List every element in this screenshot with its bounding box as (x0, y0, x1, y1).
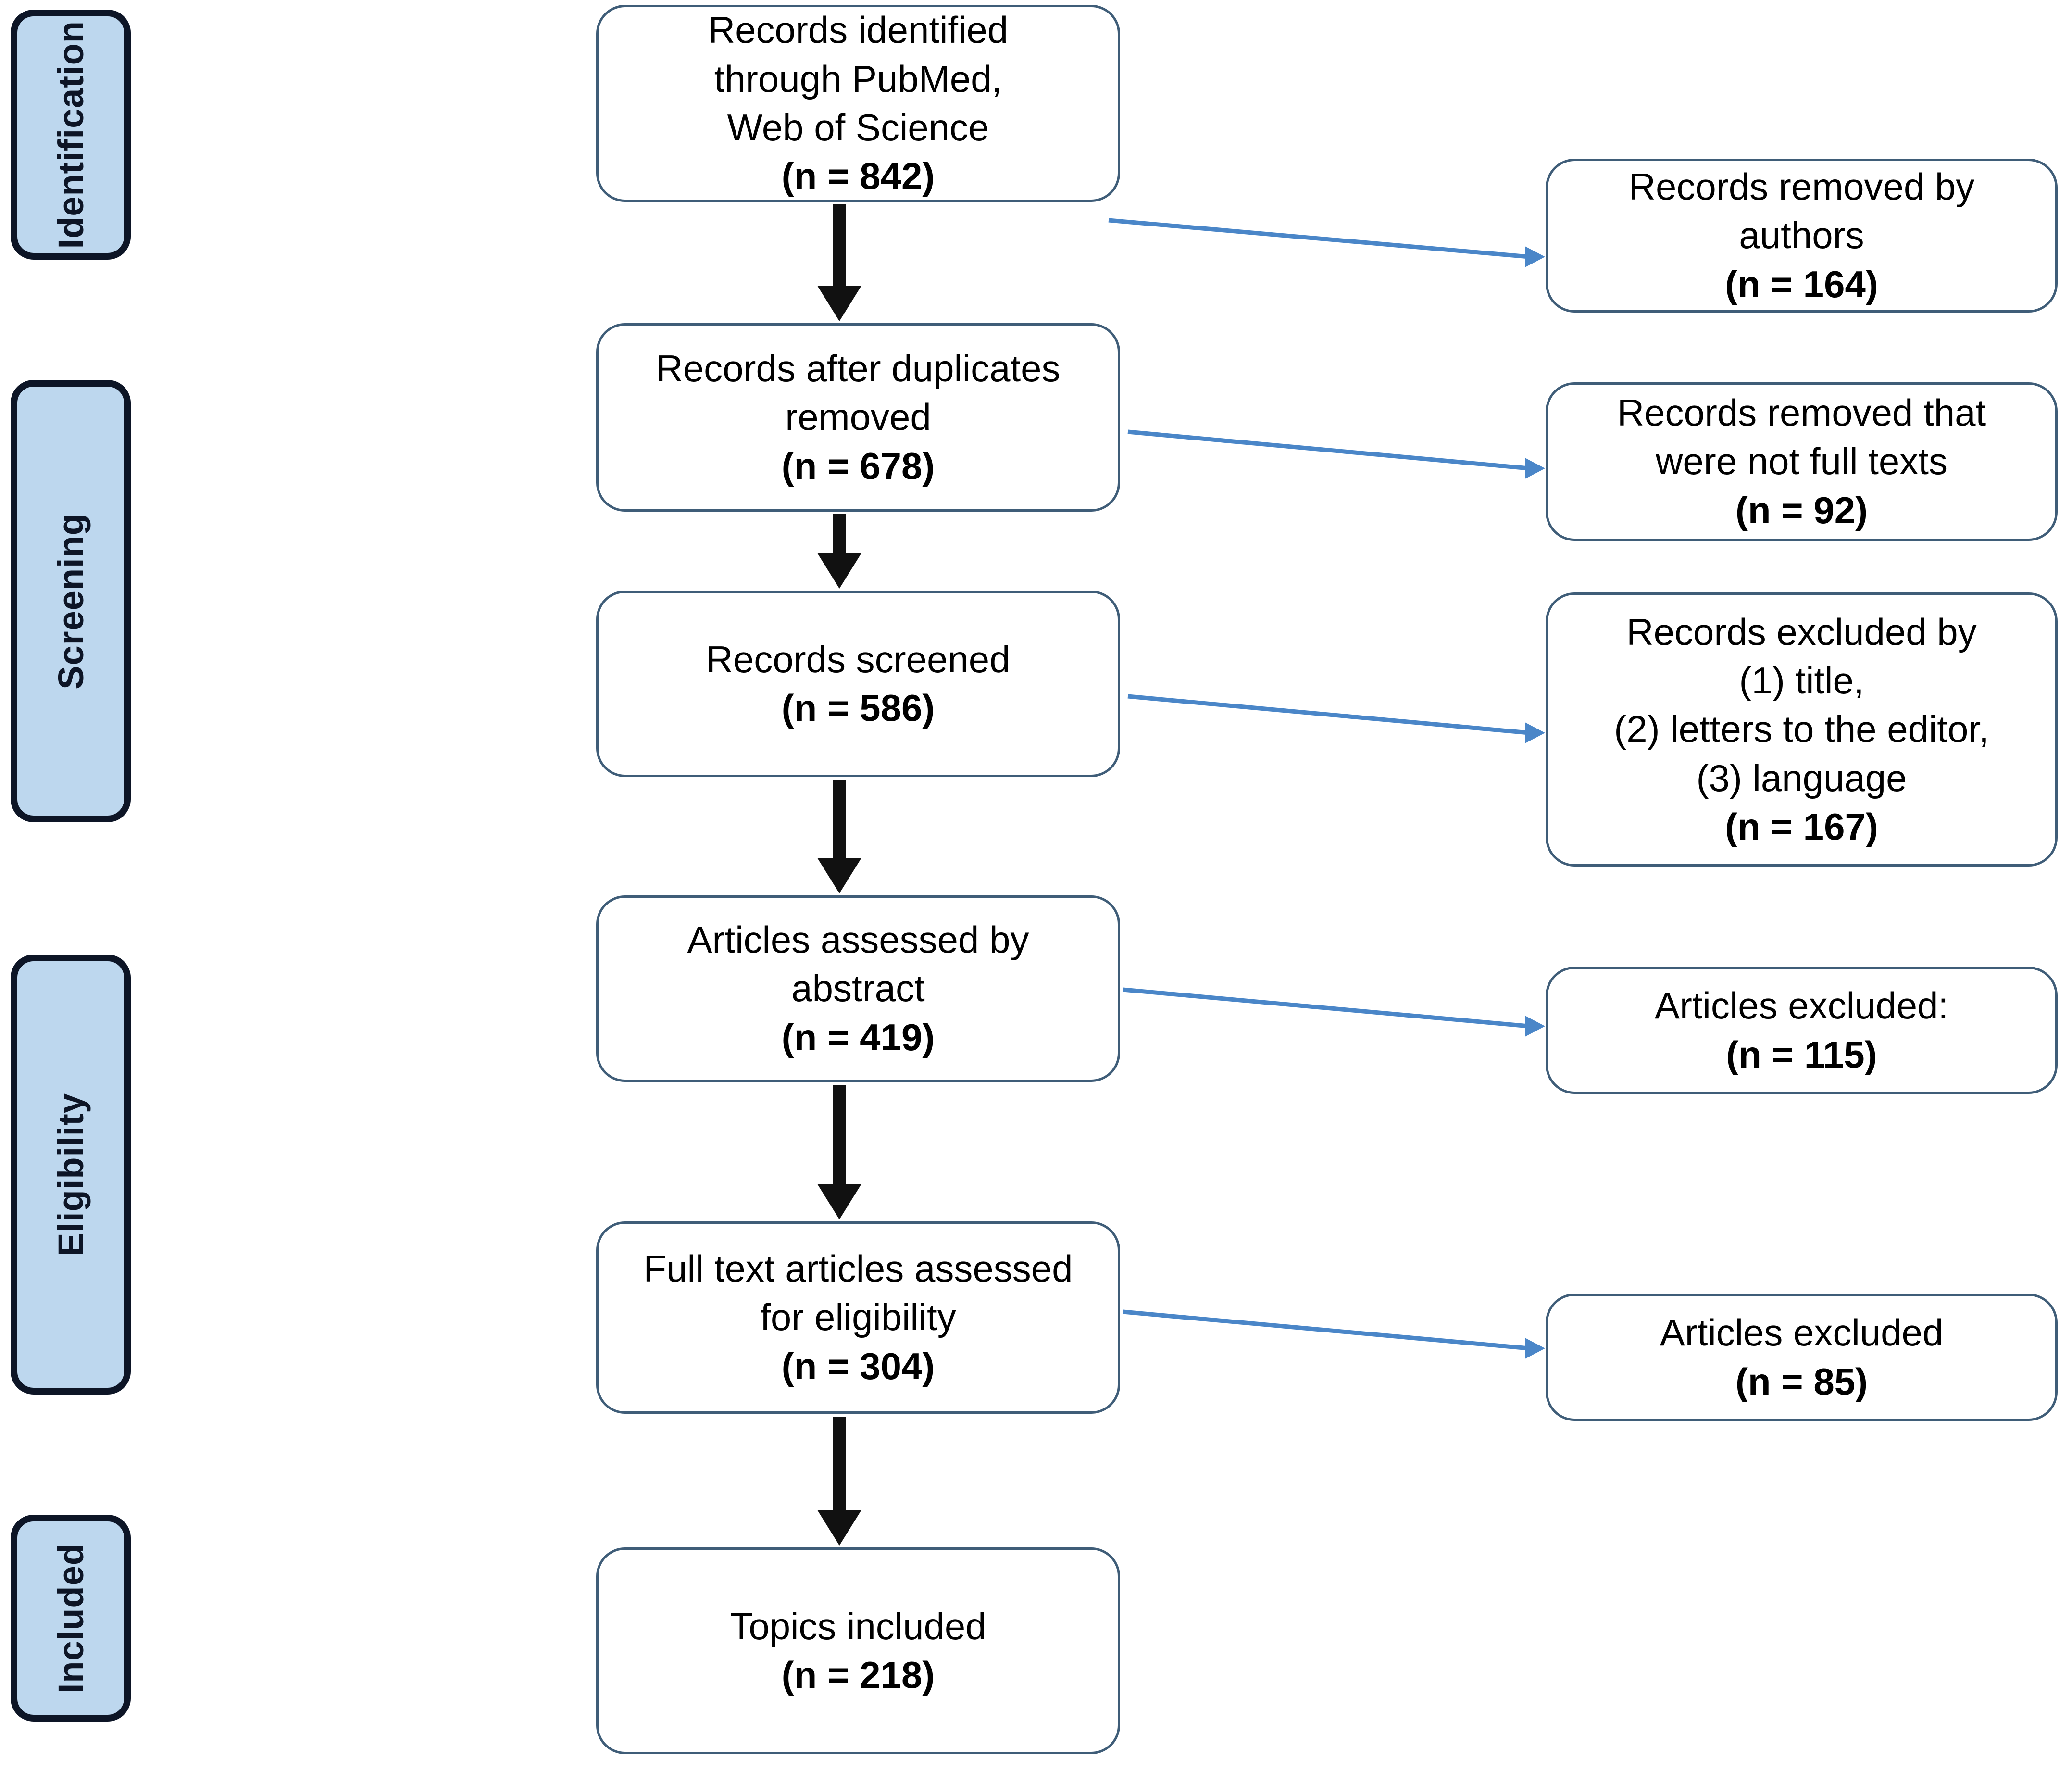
arrow-line (1123, 1309, 1529, 1351)
node-count: (n = 304) (781, 1345, 935, 1387)
arrow-line (1108, 218, 1529, 259)
node-line: Records after duplicates (656, 347, 1061, 390)
exclusion-arrow-to-records-removed-not-full-text (1125, 423, 1553, 486)
node-count: (n = 92) (1735, 489, 1868, 531)
arrow-shaft (833, 1085, 846, 1185)
arrow-shaft (833, 514, 846, 556)
arrow-line (1127, 694, 1529, 735)
arrow-head-icon (1525, 246, 1545, 267)
node-count: (n = 218) (781, 1654, 935, 1696)
arrow-shaft (833, 204, 846, 287)
arrow-shaft (833, 1417, 846, 1511)
exclusion-arrow-to-records-removed-authors (1106, 212, 1553, 274)
stage-label-included: Included (50, 1543, 91, 1694)
stage-label-identification: Identification (50, 20, 91, 249)
stage-box-eligibility: Eligibility (11, 955, 131, 1395)
arrow-line (1123, 987, 1529, 1029)
node-line: Articles excluded (1660, 1311, 1944, 1354)
node-line: removed (785, 396, 931, 439)
arrow-head-icon (817, 286, 861, 321)
node-line: for eligibility (760, 1296, 956, 1339)
arrow-head-icon (817, 1510, 861, 1546)
node-count: (n = 586) (781, 687, 935, 729)
node-count: (n = 678) (781, 444, 935, 487)
arrow-head-icon (817, 858, 861, 893)
node-count: (n = 842) (781, 155, 935, 198)
exclusion-node-records-excluded-criteria: Records excluded by (1) title, (2) lette… (1546, 592, 2058, 867)
node-count: (n = 167) (1725, 805, 1878, 848)
flow-node-topics-included: Topics included (n = 218) (596, 1547, 1120, 1754)
node-line: (3) language (1696, 756, 1907, 799)
stage-box-included: Included (11, 1515, 131, 1722)
arrow-head-icon (1525, 1338, 1545, 1359)
flow-arrow-identified-to-duplicates (817, 204, 861, 321)
node-line: Full text articles assessed (643, 1247, 1073, 1290)
arrow-head-icon (1525, 722, 1545, 743)
node-line: Articles excluded: (1654, 984, 1949, 1027)
node-line: (2) letters to the editor, (1614, 708, 1989, 751)
flow-node-full-text-assessed: Full text articles assessed for eligibil… (596, 1221, 1120, 1414)
node-line: Records removed by (1628, 165, 1975, 208)
stage-box-screening: Screening (11, 380, 131, 822)
exclusion-node-records-removed-not-full-text: Records removed that were not full texts… (1546, 382, 2058, 541)
exclusion-node-articles-excluded-abstract: Articles excluded: (n = 115) (1546, 967, 2058, 1094)
exclusion-arrow-to-articles-excluded-abstract (1120, 981, 1553, 1043)
node-line: authors (1739, 214, 1864, 257)
node-line: Articles assessed by (687, 918, 1029, 961)
node-line: were not full texts (1656, 440, 1947, 483)
arrow-head-icon (817, 553, 861, 589)
stage-box-identification: Identification (11, 10, 131, 260)
stage-label-eligibility: Eligibility (50, 1093, 91, 1257)
node-line: abstract (791, 967, 925, 1010)
node-line: through PubMed, (714, 57, 1002, 100)
arrow-head-icon (1525, 458, 1545, 479)
flow-arrow-fulltext-to-included (817, 1417, 861, 1546)
node-line: (1) title, (1739, 659, 1864, 702)
flow-arrow-duplicates-to-screened (817, 514, 861, 589)
flow-arrow-screened-to-abstract (817, 780, 861, 893)
exclusion-node-records-removed-authors: Records removed by authors (n = 164) (1546, 159, 2058, 313)
flow-node-records-identified: Records identified through PubMed, Web o… (596, 5, 1120, 202)
node-line: Topics included (730, 1605, 986, 1647)
node-count: (n = 419) (781, 1016, 935, 1058)
arrow-line (1127, 429, 1529, 471)
node-line: Records identified (708, 9, 1009, 51)
flow-node-records-screened: Records screened (n = 586) (596, 591, 1120, 777)
node-count: (n = 85) (1735, 1360, 1868, 1403)
node-line: Records screened (706, 638, 1011, 680)
node-count: (n = 115) (1726, 1033, 1877, 1076)
flow-arrow-abstract-to-fulltext (817, 1085, 861, 1219)
exclusion-arrow-to-records-excluded-criteria (1125, 688, 1553, 750)
arrow-head-icon (817, 1184, 861, 1219)
stage-label-screening: Screening (50, 513, 91, 690)
node-count: (n = 164) (1725, 263, 1878, 305)
flow-node-articles-assessed-abstract: Articles assessed by abstract (n = 419) (596, 895, 1120, 1082)
flow-node-records-after-duplicates: Records after duplicates removed (n = 67… (596, 323, 1120, 512)
exclusion-node-articles-excluded-fulltext: Articles excluded (n = 85) (1546, 1294, 2058, 1421)
exclusion-arrow-to-articles-excluded-fulltext (1120, 1303, 1553, 1366)
node-line: Records excluded by (1626, 610, 1977, 653)
arrow-shaft (833, 780, 846, 860)
arrow-head-icon (1525, 1016, 1545, 1037)
node-line: Web of Science (727, 106, 989, 149)
node-line: Records removed that (1617, 391, 1986, 434)
